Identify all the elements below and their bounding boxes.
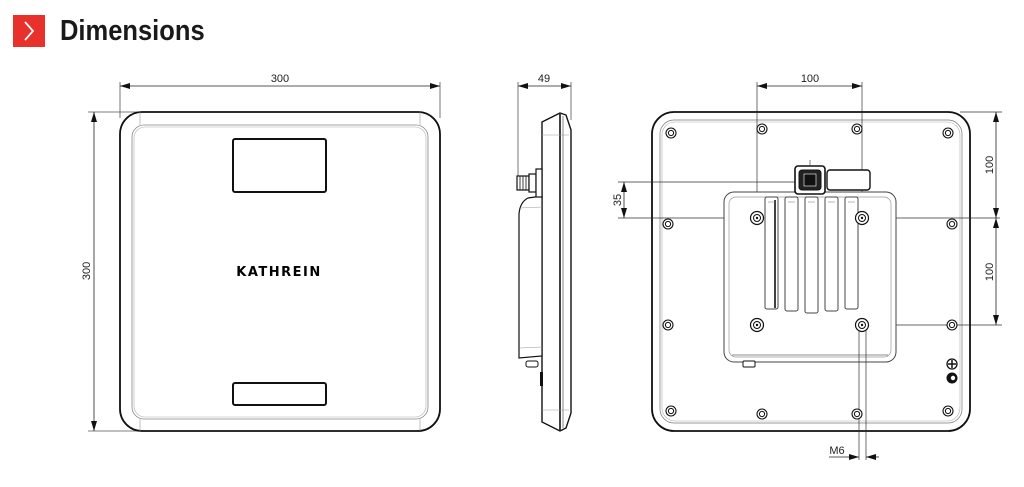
rear-connector-offset: 35 — [612, 194, 624, 206]
rear-hole-spacing-vertical-top: 100 — [984, 156, 996, 174]
page-title: Dimensions — [60, 14, 205, 47]
connector — [794, 160, 871, 195]
cooling-fins — [764, 196, 859, 314]
section-header: Dimensions — [13, 15, 224, 47]
rear-view: 100 35 100 100 — [612, 73, 1002, 460]
side-depth-dimension: 49 — [538, 73, 550, 85]
front-view: 300 300 KATHREIN — [81, 73, 441, 432]
front-width-dimension: 300 — [271, 73, 289, 85]
top-label-window — [232, 138, 327, 193]
chevron-right-icon — [13, 15, 45, 47]
kathrein-logo: KATHREIN — [236, 265, 321, 280]
ground-terminal-icon — [946, 358, 958, 384]
side-view: 49 — [516, 73, 572, 432]
thread-size-label: M6 — [829, 445, 844, 457]
rear-hole-spacing-horizontal: 100 — [801, 73, 819, 85]
front-height-dimension: 300 — [81, 262, 93, 280]
rear-hole-spacing-vertical-bottom: 100 — [984, 263, 996, 281]
bottom-label-window — [232, 382, 327, 406]
